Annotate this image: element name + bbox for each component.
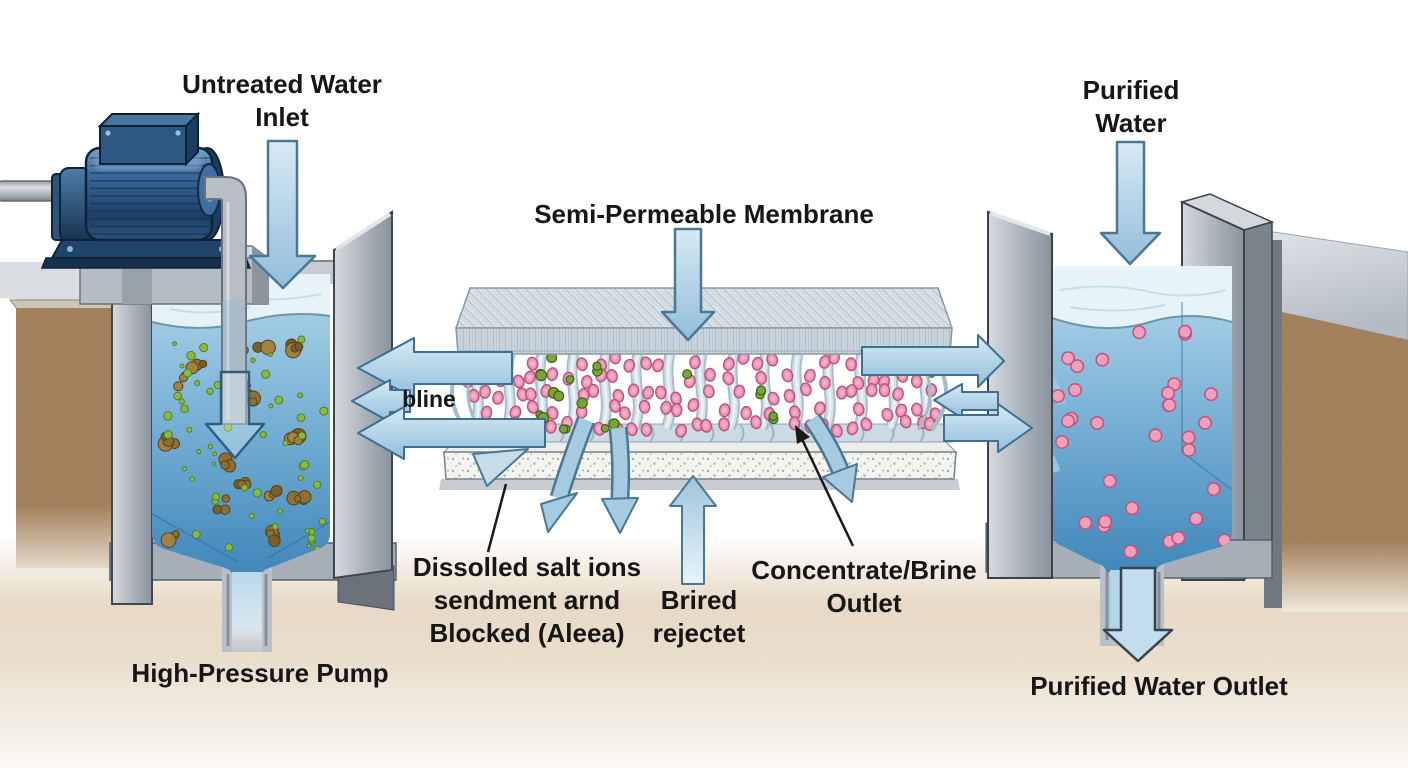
salt-ion-particles-right [1052, 324, 1232, 559]
label-untreated-water-inlet: Untreated Water Inlet [182, 68, 382, 134]
label-purified-water-outlet: Purified Water Outlet [1030, 671, 1288, 701]
label-line: Water [1095, 108, 1167, 138]
leader-arrow-concentrate [795, 425, 855, 547]
label-concentrate-brine-outlet: Concentrate/Brine Outlet [751, 554, 976, 620]
label-line: Purified [1082, 75, 1180, 105]
label-line: Concentrate/Brine [751, 555, 977, 585]
label-bline: bline [402, 386, 456, 412]
label-high-pressure-pump: High-Pressure Pump [131, 658, 389, 688]
label-dissolved-salt-ions: Dissolled salt ions sendment arnd Blocke… [413, 551, 641, 650]
purified-water-arrow [1099, 140, 1162, 266]
label-line: Inlet [255, 102, 309, 132]
right-tank-front-wall [987, 210, 1053, 579]
label-line: Untreated Water [182, 69, 382, 99]
label-line: sendment arnd [433, 585, 621, 615]
permeate-flow-arrows [861, 334, 1033, 453]
brine-return-arrows [351, 337, 546, 460]
label-line: Dissolled salt ions [412, 552, 642, 582]
motor-cooling-fins [90, 157, 210, 235]
label-purified-water: Purified Water [1083, 74, 1180, 140]
soil-block-right [1282, 312, 1408, 612]
label-line: Blocked (Aleea) [429, 618, 625, 648]
brine-reject-down-arrows [540, 413, 858, 534]
brine-reject-up-arrow [669, 475, 717, 585]
leader-line-dissolved-salt [486, 483, 508, 553]
pump-outlet-pipe [204, 176, 247, 425]
label-brine-reject: Brired rejectet [653, 584, 746, 650]
purified-water-outlet-arrow [1102, 566, 1174, 663]
untreated-water-inlet-arrow [248, 139, 317, 290]
soil-block-left [8, 299, 122, 580]
inlet-arrow-underwater [204, 370, 266, 460]
membrane-pointer-arrow [660, 227, 716, 342]
label-semi-permeable-membrane: Semi-Permeable Membrane [534, 199, 874, 229]
blocked-ions-pointer-arrowhead [472, 448, 529, 487]
contaminant-particles [163, 335, 329, 554]
label-line: Brired [660, 585, 738, 615]
label-line: rejectet [652, 618, 746, 648]
label-line: Outlet [826, 588, 902, 618]
